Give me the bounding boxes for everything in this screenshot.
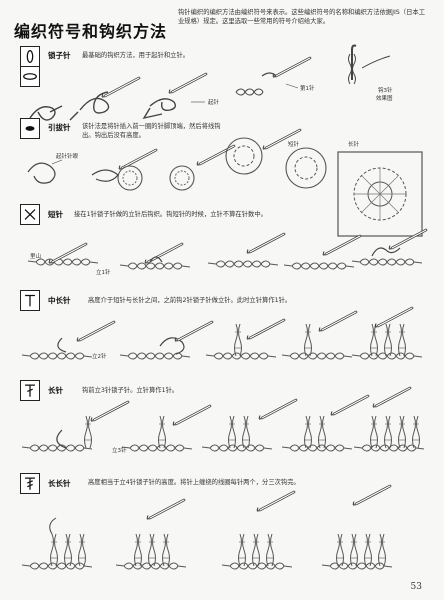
slip-label-sc: 短针: [288, 140, 300, 148]
hdc-symbol-box: [20, 290, 40, 311]
intro-paragraph: 钩针编织的编织方法由编织符号来表示。这些编织符号的名称和编织方法依据JIS（日本…: [178, 9, 425, 26]
sc-label-turn: 立1针: [96, 268, 111, 276]
chain-stitch-steps: 起针 第1针 钩3针 效果图: [29, 44, 393, 121]
dc-label-turn: 立3针: [112, 446, 127, 454]
section-desc-slip: 该针法是将针插入前一圈的针脚顶端，然后将线钩出。钩出后没有高度。: [82, 123, 221, 139]
slip-label-eye: 起针针眼: [56, 152, 79, 160]
single-crochet-steps: 里山 立1针: [27, 228, 428, 276]
chain-label-start: 起针: [208, 98, 220, 106]
chain-label-first: 第1针: [300, 84, 315, 92]
oval-icon: [26, 50, 34, 63]
slip-symbol-box: [20, 118, 40, 139]
double-crochet-steps: 立3针: [21, 386, 425, 454]
section-name-chain: 锁子针: [48, 51, 71, 60]
section-name-treble: 长长针: [48, 479, 71, 488]
page-number: 53: [410, 582, 422, 592]
section-name-hdc: 中长针: [48, 296, 71, 305]
sc-label-back: 里山: [30, 252, 41, 260]
sc-symbol-box: [20, 204, 40, 225]
x-icon: [24, 209, 36, 220]
chain-symbol-box: [20, 46, 40, 67]
section-name-slip: 引拔针: [48, 123, 71, 132]
slip-label-dc: 长针: [348, 140, 360, 148]
section-name-dc: 长针: [48, 386, 63, 395]
section-desc-chain: 最基础的钩织方法，用于起针和立针。: [82, 52, 190, 59]
chain-label-three: 钩3针: [378, 86, 393, 94]
t-double-slash-icon: [25, 477, 35, 490]
section-desc-hdc: 高度介于短针与长针之间，之前钩2针锁子针做立针。此时立针算作1针。: [88, 297, 292, 304]
chain-symbol-box-alt: [20, 66, 40, 87]
oval-horizontal-icon: [23, 73, 37, 80]
filled-dot-icon: [25, 126, 35, 131]
t-slash-icon: [25, 384, 35, 397]
tr-symbol-box: [20, 473, 40, 494]
section-desc-single: 接在1针锁子针做的立针后钩织。钩短针的时候，立针不算在针数中。: [74, 211, 267, 218]
t-icon: [25, 294, 35, 307]
section-desc-treble: 高度相当于立4针锁子针的高度。将针上缠绕的线圈每针两个，分三次钩完。: [88, 479, 300, 486]
dc-symbol-box: [20, 380, 40, 401]
slip-stitch-steps: 起针针眼 短针 长针: [27, 128, 423, 237]
half-double-steps: 立2针: [21, 306, 423, 360]
page-title: 编织符号和钩织方法: [14, 22, 168, 41]
treble-steps: [21, 484, 393, 570]
section-desc-dc: 钩前立3针锁子针。立针算作1针。: [82, 387, 179, 394]
section-name-single: 短针: [48, 210, 63, 219]
hdc-label-turn: 立2针: [92, 352, 107, 360]
chain-label-result: 效果图: [376, 94, 393, 102]
